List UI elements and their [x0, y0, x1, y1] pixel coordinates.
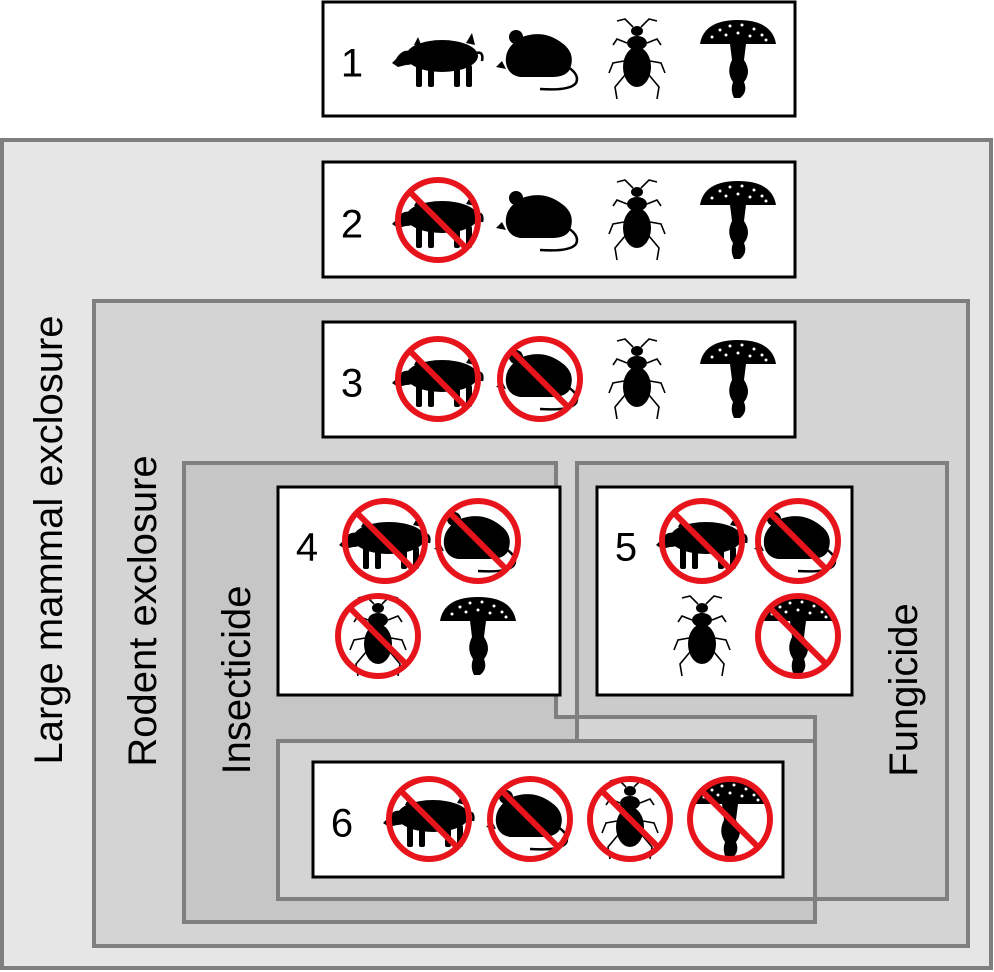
treatment-panel: 2: [321, 160, 797, 279]
prohibition-icon: [342, 498, 428, 584]
rodent-zone-label: Rodent exclosure: [121, 455, 165, 766]
zone-overlap-outline: [276, 739, 947, 922]
prohibition-icon: [587, 776, 673, 862]
treatment-panel: 6: [311, 760, 785, 879]
treatment-number: 1: [341, 42, 363, 86]
prohibition-icon: [395, 177, 481, 263]
large-mammal-zone-label: Large mammal exclosure: [27, 315, 71, 764]
prohibition-icon: [497, 336, 583, 422]
treatment-number: 5: [615, 526, 637, 570]
insecticide-zone-label: Insecticide: [215, 586, 259, 775]
treatment-panel: 4: [276, 485, 562, 697]
fungicide-zone-label: Fungicide: [882, 603, 926, 776]
prohibition-icon: [386, 776, 472, 862]
prohibition-icon: [659, 498, 745, 584]
treatment-number: 6: [331, 802, 353, 846]
prohibition-icon: [755, 498, 841, 584]
prohibition-icon: [687, 776, 773, 862]
treatment-panel: 5: [595, 485, 854, 697]
treatment-panels: 1 2 3 4 5 6: [276, 0, 854, 879]
prohibition-icon: [395, 336, 481, 422]
treatment-panel: 3: [321, 320, 797, 439]
prohibition-icon: [487, 776, 573, 862]
treatment-number: 2: [341, 203, 363, 247]
treatment-panel: 1: [321, 0, 797, 118]
prohibition-icon: [435, 498, 521, 584]
treatment-number: 4: [296, 526, 318, 570]
prohibition-icon: [755, 593, 841, 679]
prohibition-icon: [335, 593, 421, 679]
treatment-number: 3: [341, 362, 363, 406]
